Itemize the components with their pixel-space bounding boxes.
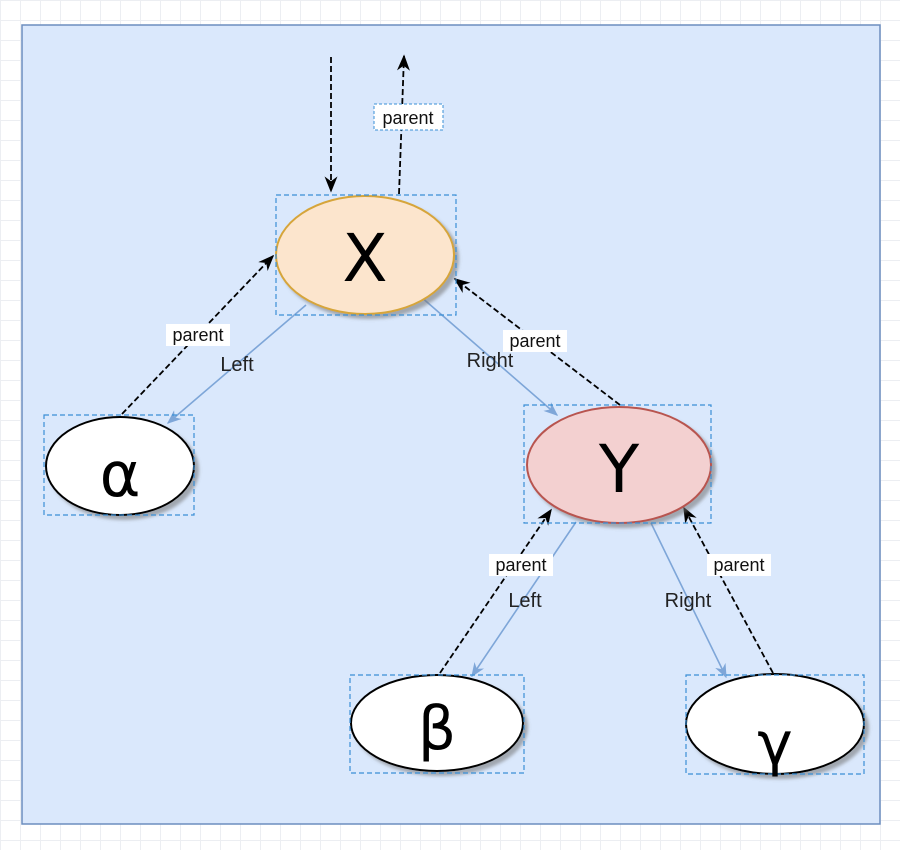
node-gamma[interactable]: γ — [685, 673, 865, 779]
edge-parent-beta-y[interactable] — [439, 508, 552, 674]
edge-label-y-gamma: Right — [665, 590, 712, 612]
svg-text:parent: parent — [509, 331, 560, 351]
node-beta[interactable]: β — [349, 674, 525, 774]
node-beta-label: β — [418, 694, 456, 764]
edge-y-beta-left[interactable] — [471, 521, 577, 678]
node-x-label: X — [342, 220, 387, 297]
selection-box-x — [275, 194, 457, 316]
edge-parent-top[interactable] — [396, 54, 410, 195]
edge-x-y-right[interactable] — [419, 295, 559, 416]
parent-label-alpha-x: parent — [166, 324, 230, 346]
svg-text:parent: parent — [495, 555, 546, 575]
parent-label-y-x: parent — [503, 330, 567, 352]
node-x[interactable]: X — [275, 194, 457, 316]
edge-y-gamma-right[interactable] — [650, 522, 727, 679]
node-gamma-label: γ — [757, 709, 793, 779]
edge-label-x-alpha: Left — [220, 354, 254, 376]
edge-x-alpha-left[interactable] — [166, 304, 307, 424]
node-y-label: Y — [598, 431, 640, 508]
node-y[interactable]: Y — [523, 404, 712, 524]
svg-text:parent: parent — [713, 555, 764, 575]
edge-label-y-beta: Left — [508, 590, 542, 612]
parent-label-gamma-y: parent — [707, 554, 771, 576]
svg-text:parent: parent — [172, 325, 223, 345]
selection-box-alpha — [43, 414, 195, 516]
node-alpha[interactable]: α — [43, 414, 195, 516]
parent-label-beta-y: parent — [489, 554, 553, 576]
selection-box-gamma — [685, 674, 865, 775]
edge-parent-gamma-y[interactable] — [683, 506, 774, 674]
node-alpha-label: α — [100, 438, 141, 511]
svg-text:parent: parent — [382, 108, 433, 128]
parent-label-top: parent — [373, 103, 444, 131]
edge-label-x-y: Right — [467, 350, 514, 372]
